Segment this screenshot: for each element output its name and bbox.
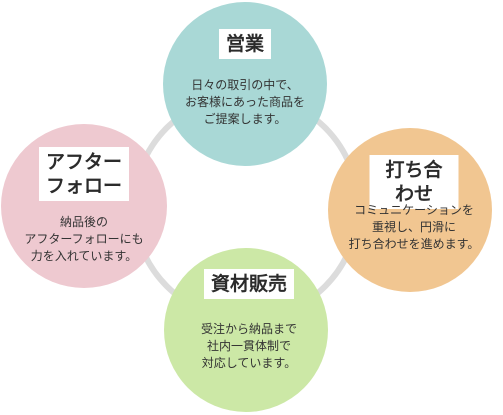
- negotiation-description: コミュニケーションを 重視し、円滑に 打ち合わせを進めます。: [348, 203, 480, 251]
- aftercare-description: 納品後の アフターフォローにも 力を入れています。: [24, 215, 144, 263]
- aftercare-title: アフター フォロー: [38, 147, 130, 201]
- materials-title: 資材販売: [203, 269, 295, 299]
- sales-title: 営業: [218, 29, 272, 59]
- materials-description: 受注から納品まで 社内一貫体制で 対応しています。: [200, 322, 297, 370]
- negotiation-title: 打ち合わせ: [369, 155, 459, 209]
- sales-description: 日々の取引の中で、 お客様にあった商品を ご提案します。: [184, 78, 305, 126]
